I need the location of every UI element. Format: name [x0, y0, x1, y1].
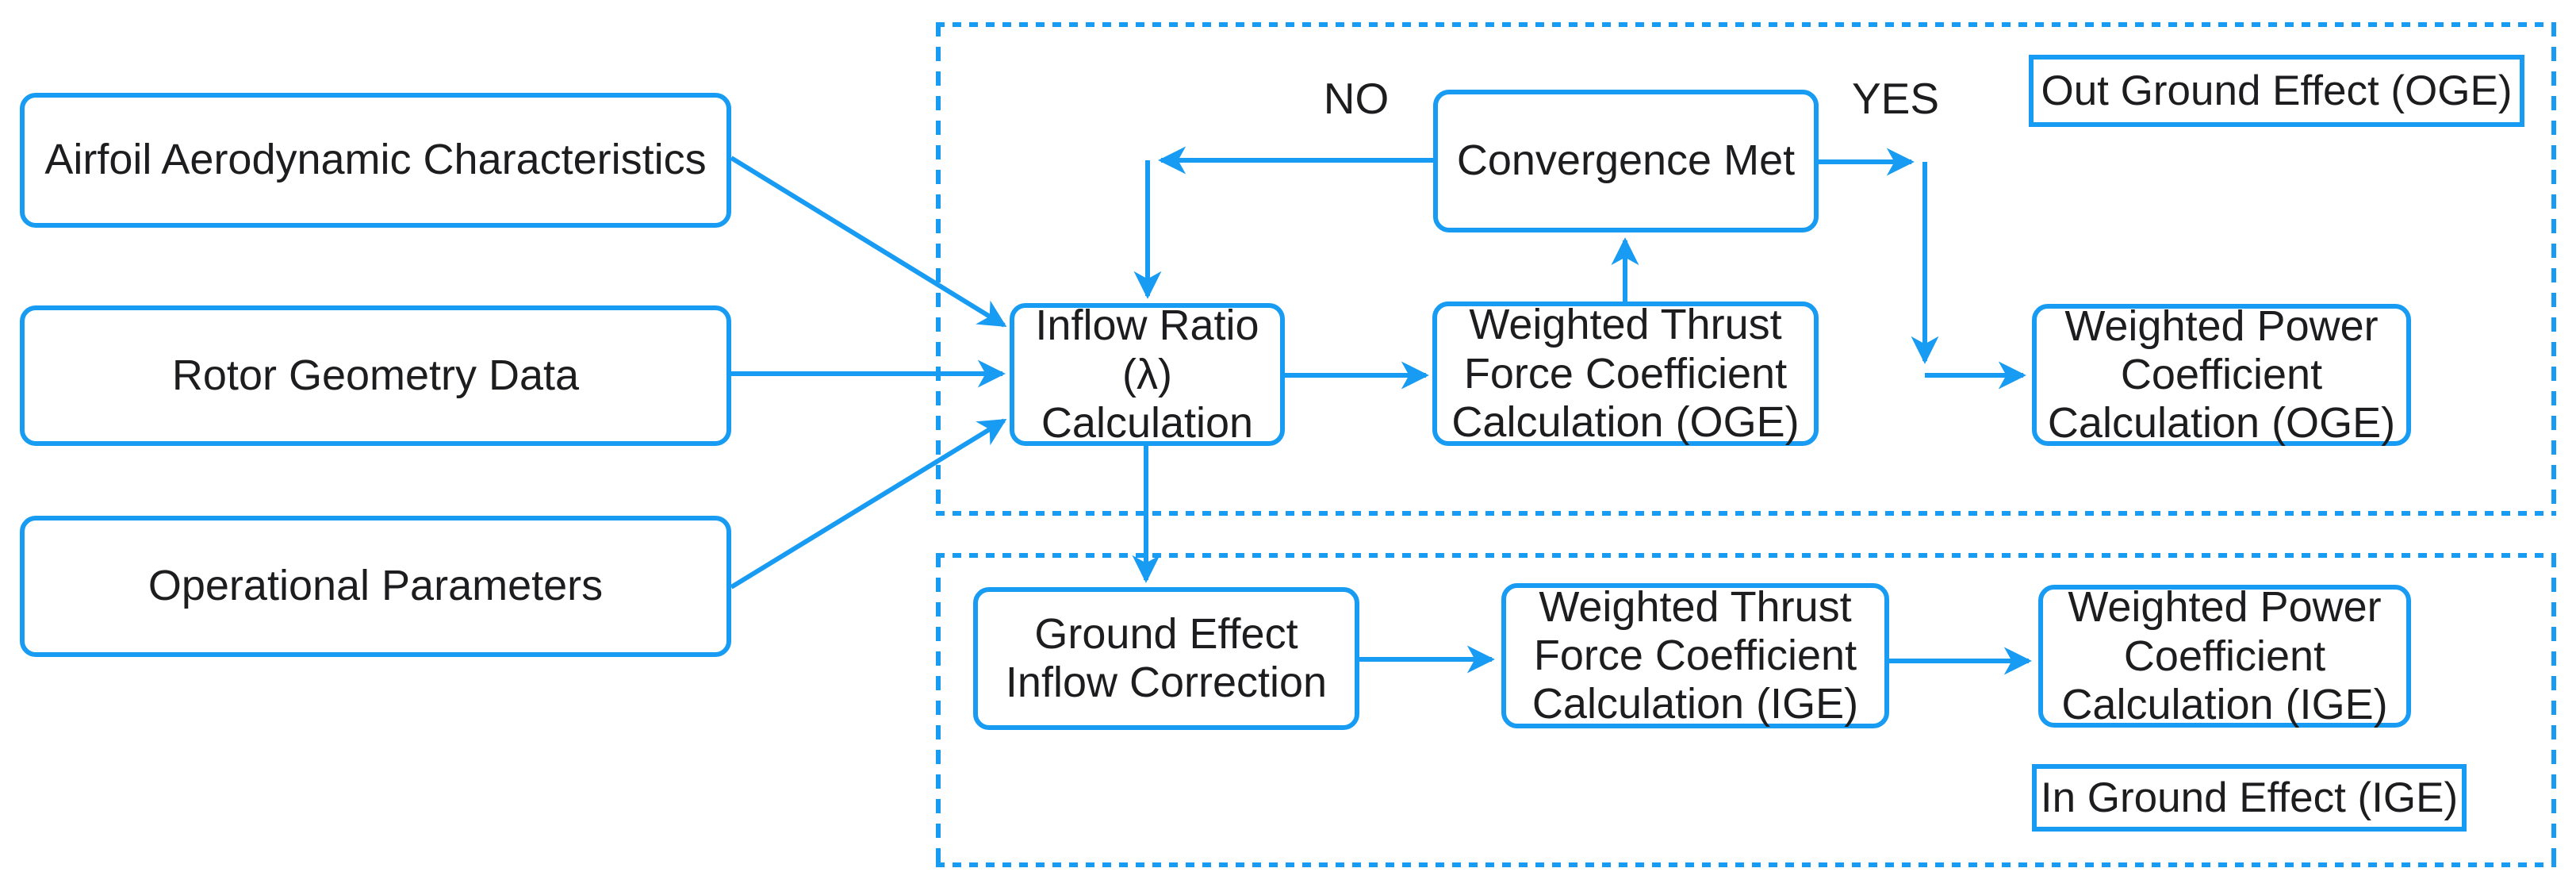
node-operational-parameters: Operational Parameters [20, 516, 731, 657]
node-convergence-met: Convergence Met [1433, 90, 1819, 232]
edge-airfoil-to-inflow [730, 156, 1007, 328]
node-inflow-ratio-calculation: Inflow Ratio (λ) Calculation [1010, 302, 1285, 447]
node-weighted-power-coefficient-oge: Weighted Power Coefficient Calculation (… [2032, 302, 2411, 447]
node-rotor-geometry-data: Rotor Geometry Data [20, 305, 731, 446]
edge-label-no: NO [1323, 74, 1390, 123]
node-ground-effect-inflow-correction: Ground Effect Inflow Correction [973, 587, 1359, 730]
node-weighted-thrust-coefficient-ige: Weighted Thrust Force Coefficient Calcul… [1501, 583, 1889, 728]
label-in-ground-effect-ige: In Ground Effect (IGE) [2032, 764, 2467, 832]
node-airfoil-aerodynamic-characteristics: Airfoil Aerodynamic Characteristics [20, 93, 731, 228]
node-weighted-power-coefficient-ige: Weighted Power Coefficient Calculation (… [2038, 583, 2411, 728]
edge-operational-to-inflow [730, 418, 1007, 590]
edge-label-yes: YES [1851, 74, 1940, 123]
node-weighted-thrust-coefficient-oge: Weighted Thrust Force Coefficient Calcul… [1432, 301, 1819, 446]
label-out-ground-effect-oge: Out Ground Effect (OGE) [2029, 55, 2524, 127]
